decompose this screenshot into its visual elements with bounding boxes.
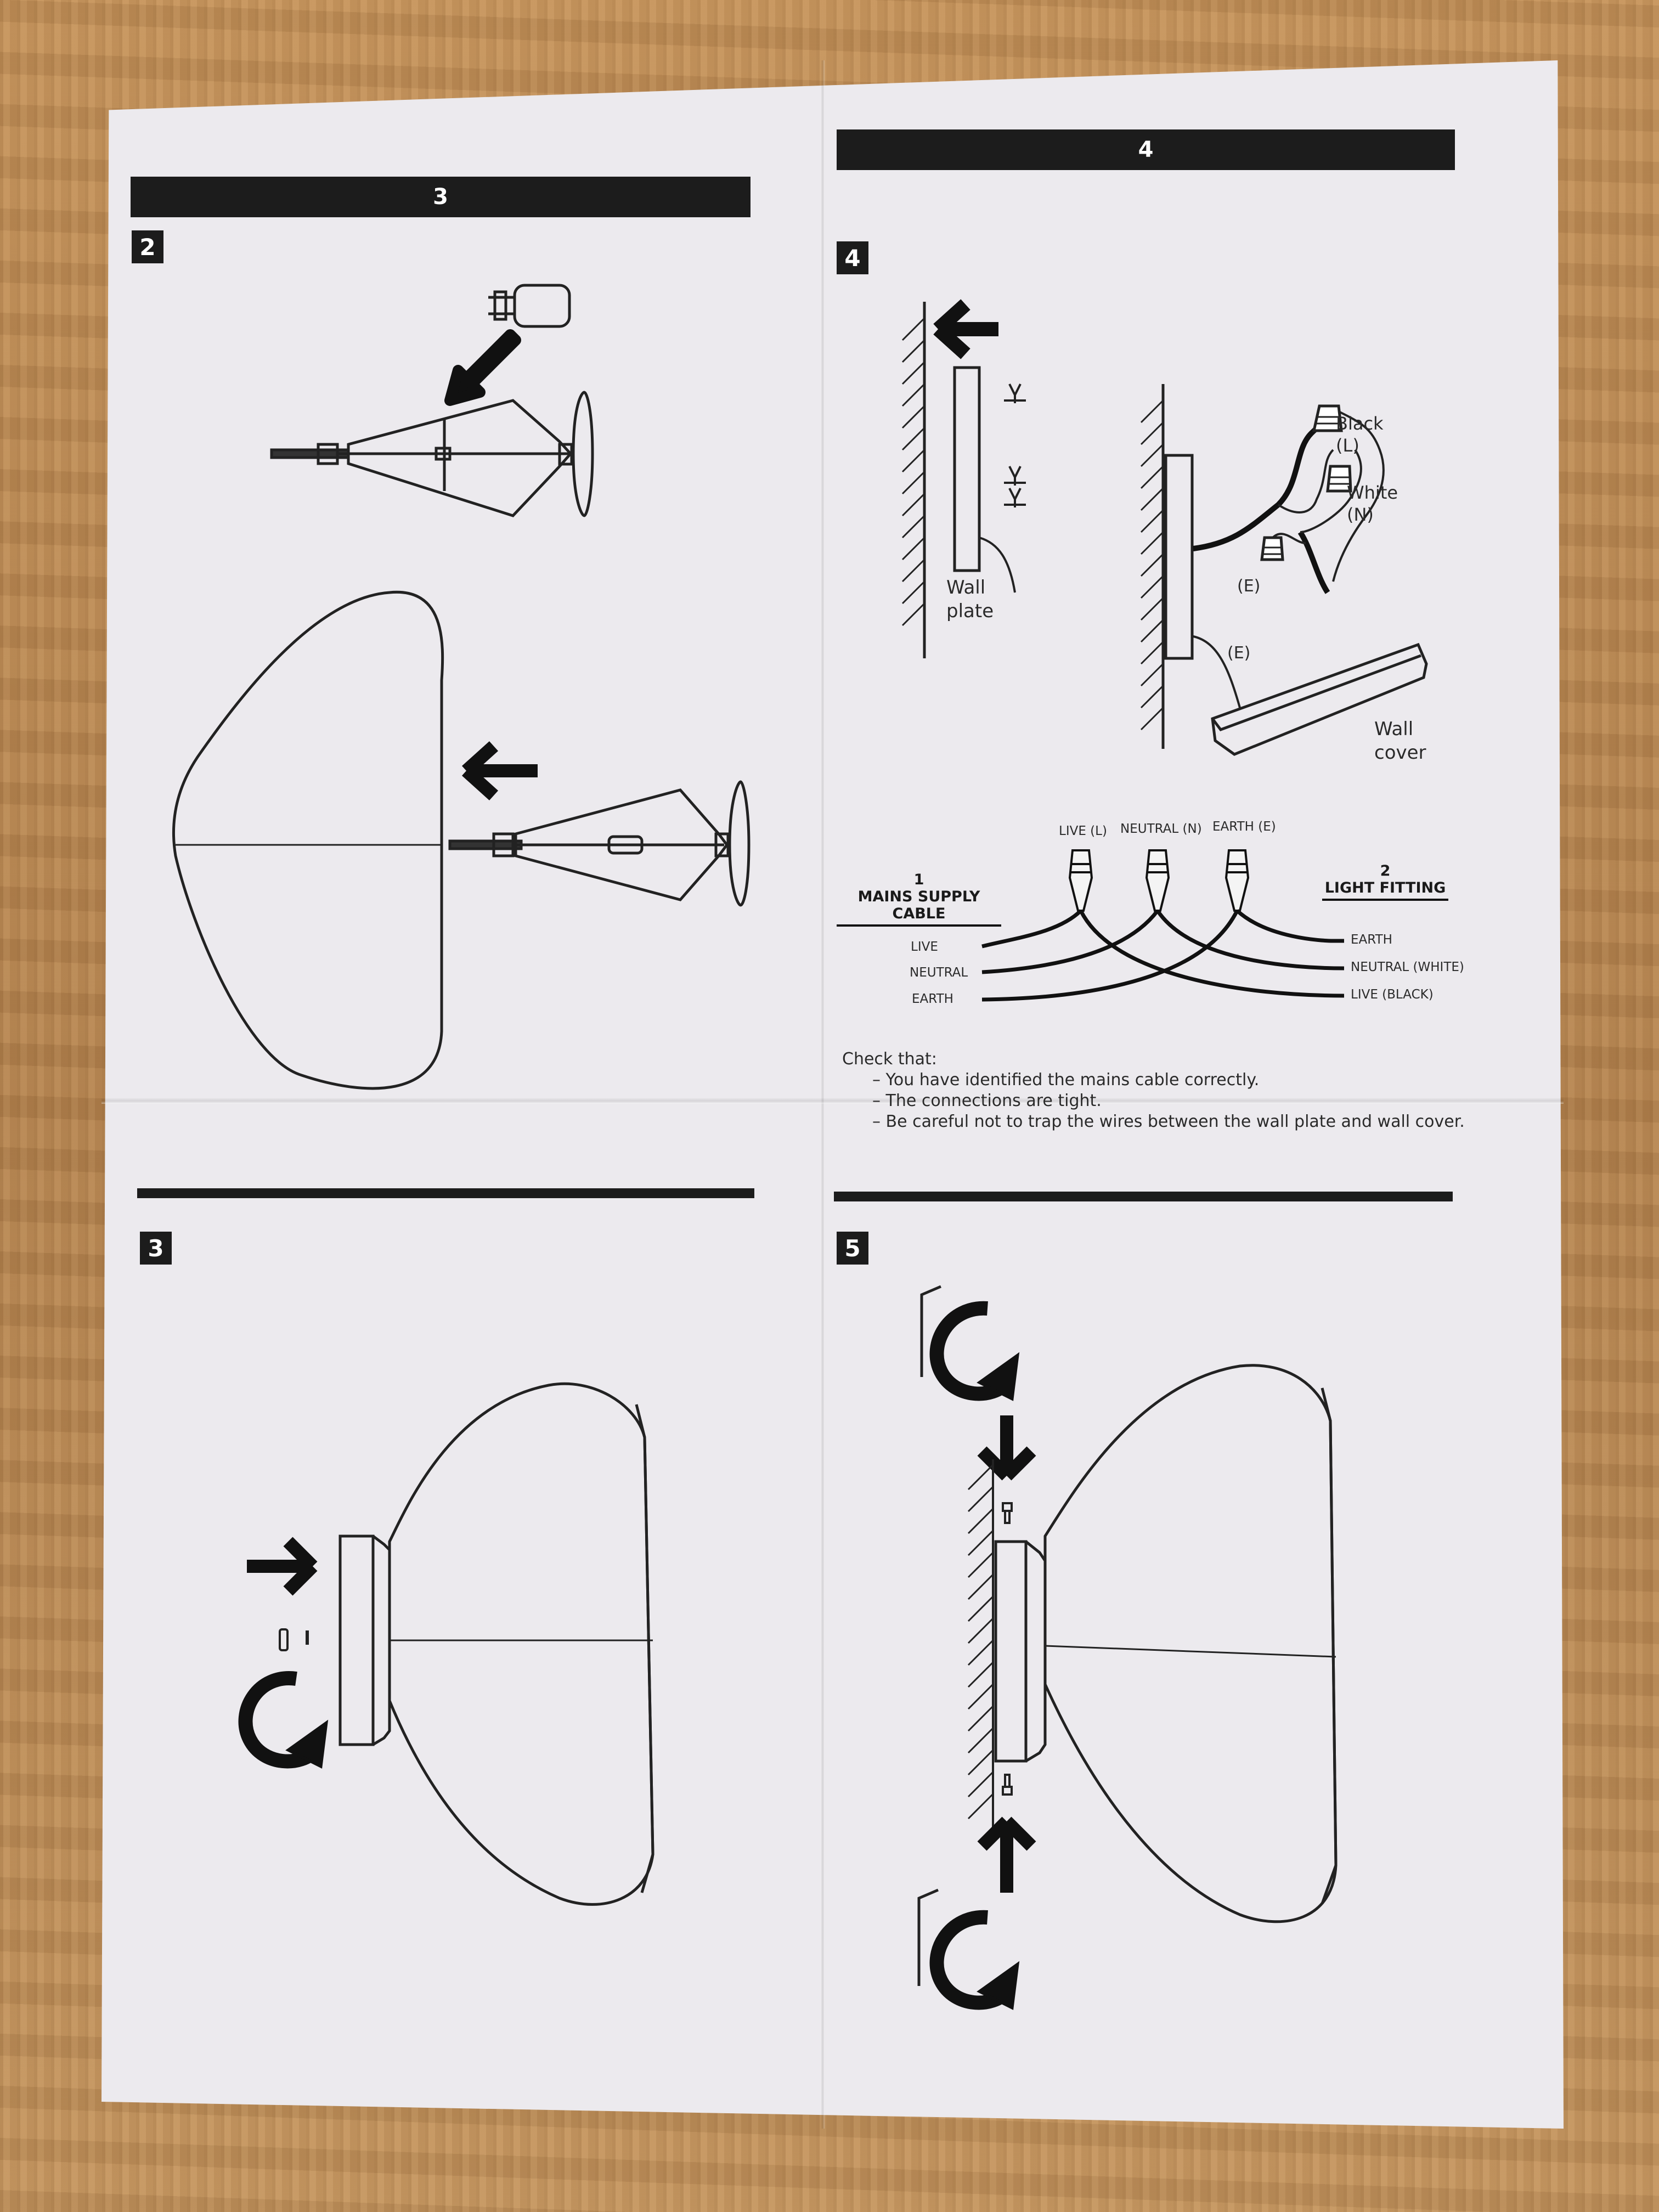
wall-plate-screws	[1004, 383, 1026, 507]
wire-neutral-left	[981, 909, 1159, 974]
step-badge-3: 3	[140, 1232, 172, 1265]
screw-icon	[279, 1628, 309, 1651]
insert-arrow-icon	[444, 329, 521, 406]
lamp-shade-mounted	[388, 1382, 654, 1906]
step2-illustration	[172, 284, 751, 1090]
connector-label-live: LIVE (L)	[1059, 824, 1107, 838]
step4-illustration	[901, 299, 1428, 756]
connector-label-earth: EARTH (E)	[1212, 820, 1276, 834]
lamp-shade-final	[1043, 1364, 1338, 1923]
page-number-right: 4	[1138, 137, 1154, 162]
wall-cover-label: Wall cover	[1374, 718, 1426, 764]
wire-earth-left	[981, 910, 1239, 1002]
step-badge-2: 2	[132, 230, 163, 263]
screw-icon-bottom	[1002, 1774, 1013, 1796]
light-fitting-heading: 2 LIGHT FITTING	[1322, 862, 1448, 901]
checklist-item: – The connections are tight.	[872, 1091, 1102, 1110]
connector-earth-icon	[1224, 849, 1250, 912]
attach-shade-arrow-icon	[461, 741, 538, 800]
rotate-clockwise-icon-bottom	[929, 1910, 1012, 2010]
white-wire-label: White (N)	[1347, 482, 1398, 525]
wire-live-right	[1079, 910, 1345, 998]
right-wire-earth: EARTH	[1351, 933, 1392, 947]
lamp-shade	[172, 590, 444, 1090]
step3-illustration	[238, 1382, 654, 1906]
right-wire-live: LIVE (BLACK)	[1351, 988, 1434, 1002]
push-arrow-icon	[247, 1537, 318, 1596]
lamp-frame-bottom	[448, 780, 751, 907]
up-arrow-icon	[977, 1816, 1036, 1893]
down-arrow-icon	[977, 1415, 1036, 1481]
wire-connector-earth	[1260, 536, 1284, 561]
rotate-clockwise-icon-top	[929, 1301, 1012, 1401]
wall-hatch-right	[1140, 384, 1165, 749]
wire-live-left	[981, 909, 1082, 949]
mains-supply-cable-heading: 1 MAINS SUPPLY CABLE	[837, 871, 1001, 927]
wire-neutral-right	[1156, 910, 1345, 970]
screw-icon-top	[1002, 1502, 1013, 1524]
page-number-left: 3	[433, 184, 448, 210]
checklist-intro: Check that:	[842, 1049, 937, 1069]
wire-connector-white	[1326, 465, 1352, 493]
wall-plate-label: Wall plate	[946, 577, 994, 622]
section-divider-left	[137, 1188, 754, 1198]
page-header-left: 3	[131, 177, 751, 217]
connector-neutral-icon	[1145, 849, 1170, 912]
left-wire-earth: EARTH	[912, 992, 953, 1006]
connector-live-icon	[1068, 849, 1093, 912]
section-divider-right	[834, 1192, 1453, 1201]
earth-label-lower: (E)	[1227, 644, 1251, 663]
mounted-wall-plate	[1164, 454, 1194, 660]
wall-cover-step5	[994, 1540, 1047, 1763]
wall-cover	[1211, 642, 1428, 756]
connector-label-neutral: NEUTRAL (N)	[1120, 822, 1202, 836]
checklist-item: – You have identified the mains cable co…	[872, 1070, 1260, 1090]
wall-cover-mount	[338, 1534, 391, 1746]
wire-connector-black	[1312, 404, 1343, 432]
left-wire-live: LIVE	[911, 940, 938, 954]
checklist-item: – Be careful not to trap the wires betwe…	[872, 1112, 1465, 1131]
step-badge-4: 4	[837, 241, 868, 274]
rotate-clockwise-icon	[238, 1671, 321, 1769]
push-to-wall-arrow-icon	[933, 299, 998, 359]
allen-key-icon-bottom	[917, 1888, 939, 1986]
page-header-right: 4	[837, 129, 1455, 170]
wire-earth-right	[1235, 909, 1344, 943]
wall-plate	[953, 366, 981, 572]
black-wire-label: Black (L)	[1336, 413, 1384, 456]
wall-hatch-step5	[967, 1459, 994, 1832]
horizontal-fold-crease	[101, 1098, 1564, 1104]
step5-illustration	[917, 1285, 1338, 2010]
step-badge-5: 5	[837, 1232, 868, 1265]
g9-bulb-icon	[488, 284, 571, 328]
earth-label-upper: (E)	[1237, 577, 1261, 596]
right-wire-neutral: NEUTRAL (WHITE)	[1351, 960, 1464, 974]
safety-checklist: Check that: – You have identified the ma…	[842, 1049, 1511, 1132]
left-wire-neutral: NEUTRAL	[910, 966, 968, 980]
allen-key-icon-top	[920, 1285, 941, 1377]
lamp-frame-top	[270, 391, 594, 517]
vertical-fold-crease	[821, 60, 825, 2129]
wall-hatch-left	[901, 302, 926, 658]
wiring-diagram	[981, 849, 1345, 1002]
